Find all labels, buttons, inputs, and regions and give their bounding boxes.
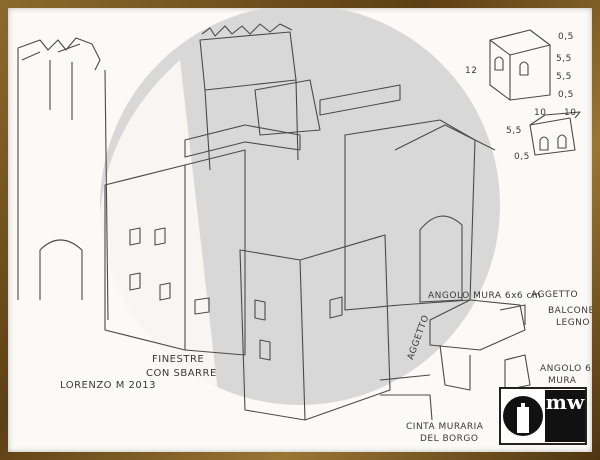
overhang-top-label: AGGETTO: [531, 290, 579, 300]
logo-text: mw: [545, 390, 585, 442]
dim-small-left: 5,5: [506, 126, 522, 136]
tower-emblem-icon: [503, 396, 543, 436]
village-wall-line1: CINTA MURARIA: [406, 422, 484, 432]
sketch-paper: LORENZO M 2013 FINESTRE CON SBARRE ANGOL…: [8, 8, 592, 452]
wall-corner-top-label: ANGOLO MURA 6x6 cm: [428, 291, 542, 301]
windows-note-line1: FINESTRE: [152, 354, 205, 365]
village-wall-line2: DEL BORGO: [420, 434, 479, 444]
castle-sketch: [17, 8, 581, 421]
wall-corner-right-line2: MURA: [548, 376, 577, 386]
wooden-balcony-line1: BALCONE: [548, 306, 592, 316]
dim-top-b: 5,5: [556, 54, 572, 64]
dim-small-bottom: 0,5: [514, 152, 530, 162]
dim-small-w2: 10: [564, 108, 577, 118]
windows-note-line2: CON SBARRE: [146, 368, 217, 379]
wooden-balcony-line2: LEGNO: [556, 318, 590, 328]
wall-corner-right-line1: ANGOLO 6x6: [540, 364, 592, 374]
dim-top-d: 0,5: [558, 90, 574, 100]
author-signature: LORENZO M 2013: [60, 380, 156, 391]
dim-module-height: 12: [465, 66, 478, 76]
dim-small-w1: 10: [534, 108, 547, 118]
mw-logo: mw: [499, 387, 587, 445]
dim-top-c: 5,5: [556, 72, 572, 82]
dim-top-a: 0,5: [558, 32, 574, 42]
